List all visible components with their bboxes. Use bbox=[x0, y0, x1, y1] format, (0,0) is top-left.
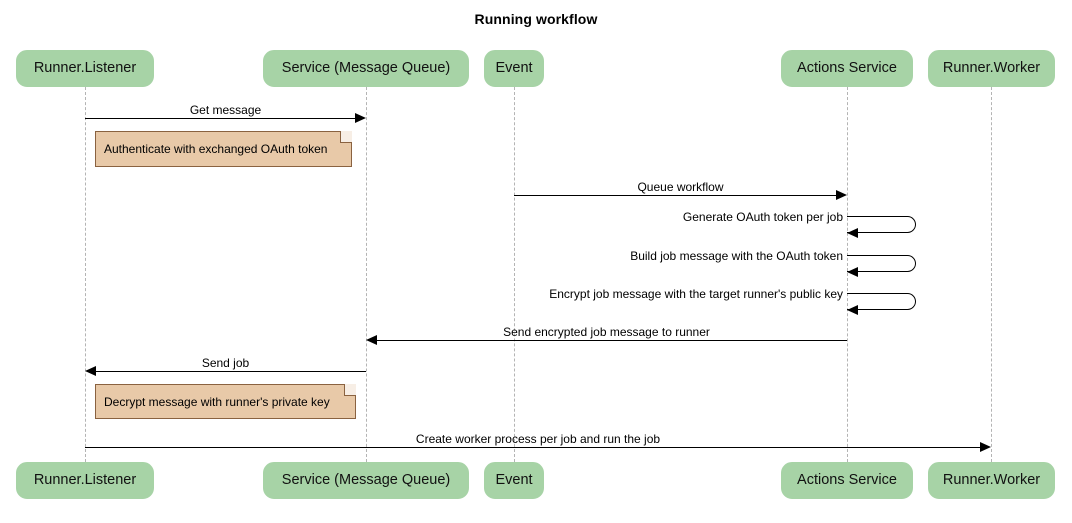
participant-service-message-queue-top[interactable]: Service (Message Queue) bbox=[263, 50, 469, 87]
participant-runner-worker-top[interactable]: Runner.Worker bbox=[928, 50, 1055, 87]
note-fold-corner-icon bbox=[340, 131, 352, 143]
lifeline-runner-listener bbox=[85, 87, 86, 462]
message-line-create-worker-process bbox=[85, 447, 980, 448]
message-arrowhead-queue-workflow bbox=[836, 190, 847, 200]
participant-service-message-queue-bottom[interactable]: Service (Message Queue) bbox=[263, 462, 469, 499]
message-arrowhead-create-worker-process bbox=[980, 442, 991, 452]
lifeline-runner-worker bbox=[991, 87, 992, 462]
participant-label: Runner.Worker bbox=[942, 472, 1041, 488]
participant-event-top[interactable]: Event bbox=[484, 50, 544, 87]
message-selfloop-build-job-message bbox=[847, 255, 916, 272]
message-arrowhead-build-job-message bbox=[847, 267, 858, 277]
message-selfloop-encrypt-job-message bbox=[847, 293, 916, 310]
participant-label: Event bbox=[495, 472, 533, 488]
participant-actions-service-top[interactable]: Actions Service bbox=[781, 50, 913, 87]
participant-label: Service (Message Queue) bbox=[281, 472, 451, 488]
message-label-encrypt-job-message: Encrypt job message with the target runn… bbox=[549, 287, 843, 301]
participant-label: Runner.Worker bbox=[942, 60, 1041, 76]
participant-runner-listener-bottom[interactable]: Runner.Listener bbox=[16, 462, 154, 499]
note-text: Authenticate with exchanged OAuth token bbox=[104, 142, 328, 156]
participant-label: Event bbox=[495, 60, 533, 76]
message-label-build-job-message: Build job message with the OAuth token bbox=[630, 249, 843, 263]
participant-runner-worker-bottom[interactable]: Runner.Worker bbox=[928, 462, 1055, 499]
message-label-queue-workflow: Queue workflow bbox=[637, 180, 724, 194]
message-arrowhead-encrypt-job-message bbox=[847, 305, 858, 315]
message-line-get-message bbox=[85, 118, 355, 119]
participant-label: Runner.Listener bbox=[33, 60, 137, 76]
message-selfloop-generate-oauth-token bbox=[847, 216, 916, 233]
message-line-queue-workflow bbox=[514, 195, 836, 196]
message-label-send-encrypted-job-message: Send encrypted job message to runner bbox=[503, 325, 710, 339]
message-arrowhead-send-encrypted-job-message bbox=[366, 335, 377, 345]
message-label-create-worker-process: Create worker process per job and run th… bbox=[415, 432, 661, 446]
note-text: Decrypt message with runner's private ke… bbox=[104, 395, 330, 409]
participant-label: Runner.Listener bbox=[33, 472, 137, 488]
message-label-get-message: Get message bbox=[189, 103, 262, 117]
lifeline-service-message-queue bbox=[366, 87, 367, 462]
message-line-send-encrypted-job-message bbox=[377, 340, 847, 341]
message-label-generate-oauth-token: Generate OAuth token per job bbox=[682, 210, 843, 224]
message-arrowhead-send-job bbox=[85, 366, 96, 376]
note-fold-corner-icon bbox=[344, 384, 356, 396]
participant-label: Actions Service bbox=[797, 60, 897, 76]
page-title: Running workflow bbox=[474, 11, 598, 27]
message-label-send-job: Send job bbox=[201, 356, 250, 370]
note-authenticate-oauth: Authenticate with exchanged OAuth token bbox=[95, 131, 352, 167]
lifeline-event bbox=[514, 87, 515, 462]
participant-runner-listener-top[interactable]: Runner.Listener bbox=[16, 50, 154, 87]
message-line-send-job bbox=[96, 371, 366, 372]
participant-event-bottom[interactable]: Event bbox=[484, 462, 544, 499]
participant-label: Service (Message Queue) bbox=[281, 60, 451, 76]
message-arrowhead-generate-oauth-token bbox=[847, 228, 858, 238]
participant-actions-service-bottom[interactable]: Actions Service bbox=[781, 462, 913, 499]
note-decrypt-private-key: Decrypt message with runner's private ke… bbox=[95, 384, 356, 419]
message-arrowhead-get-message bbox=[355, 113, 366, 123]
participant-label: Actions Service bbox=[797, 472, 897, 488]
